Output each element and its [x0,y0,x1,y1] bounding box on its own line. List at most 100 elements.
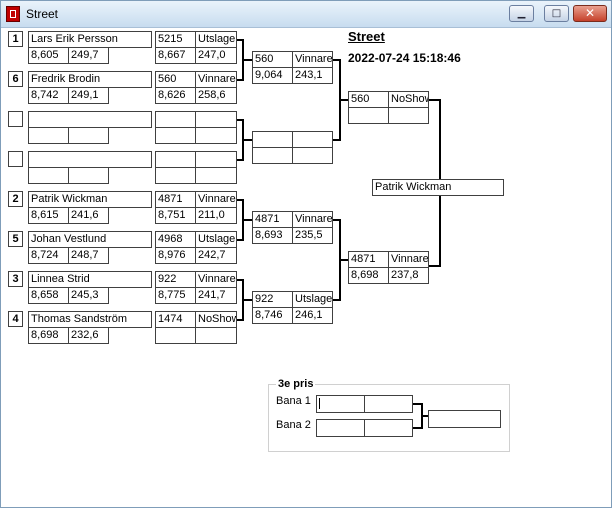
window-title: Street [26,7,59,21]
elapsed-time[interactable]: 258,6 [195,87,237,104]
maximize-button[interactable]: □ [544,5,569,22]
reaction-time[interactable]: 8,751 [155,207,196,224]
reaction-time[interactable] [348,107,389,124]
elapsed-time[interactable] [292,147,333,164]
connector [429,265,440,267]
reaction-time[interactable]: 8,698 [28,327,69,344]
speed-cell[interactable]: 4871 [252,211,293,228]
outcome-cell[interactable]: Utslagen [195,231,237,248]
outcome-cell[interactable]: NoShow [388,91,429,108]
racer-name[interactable]: Thomas Sandström [28,311,152,328]
outcome-cell[interactable] [195,111,237,128]
connector [332,139,340,141]
outcome-cell[interactable]: Utslagen [195,31,237,48]
lane-2-input-b[interactable] [364,419,413,437]
elapsed-time[interactable] [68,167,109,184]
reaction-time[interactable] [155,127,196,144]
outcome-cell[interactable]: Vinnare [195,191,237,208]
reaction-time[interactable]: 8,775 [155,287,196,304]
connector [242,219,252,221]
speed-cell[interactable]: 560 [252,51,293,68]
elapsed-time[interactable]: 241,7 [195,287,237,304]
reaction-time[interactable]: 8,658 [28,287,69,304]
racer-name[interactable] [28,111,152,128]
reaction-time[interactable]: 8,615 [28,207,69,224]
speed-cell[interactable] [252,131,293,148]
reaction-time[interactable]: 9,064 [252,67,293,84]
elapsed-time[interactable] [195,127,237,144]
elapsed-time[interactable] [68,127,109,144]
racer-name[interactable] [28,151,152,168]
elapsed-time[interactable]: 249,1 [68,87,109,104]
speed-cell[interactable]: 4871 [348,251,389,268]
reaction-time[interactable]: 8,693 [252,227,293,244]
outcome-cell[interactable] [195,151,237,168]
reaction-time[interactable] [155,167,196,184]
speed-cell[interactable]: 560 [348,91,389,108]
third-place-legend: 3e pris [276,378,316,390]
reaction-time[interactable] [28,127,69,144]
speed-cell[interactable]: 4968 [155,231,196,248]
elapsed-time[interactable]: 235,5 [292,227,333,244]
connector [332,59,340,61]
reaction-time[interactable]: 8,605 [28,47,69,64]
elapsed-time[interactable]: 232,6 [68,327,109,344]
lane-2-input-a[interactable] [316,419,365,437]
reaction-time[interactable]: 8,667 [155,47,196,64]
outcome-cell[interactable]: Utslagen [292,291,333,308]
minimize-button[interactable]: ▁ [509,5,534,22]
outcome-cell[interactable]: NoShow [195,311,237,328]
elapsed-time[interactable]: 241,6 [68,207,109,224]
racer-name[interactable]: Linnea Strid [28,271,152,288]
elapsed-time[interactable] [388,107,429,124]
outcome-cell[interactable]: Vinnare [292,211,333,228]
reaction-time[interactable] [252,147,293,164]
outcome-cell[interactable]: Vinnare [388,251,429,268]
reaction-time[interactable]: 8,698 [348,267,389,284]
speed-cell[interactable]: 4871 [155,191,196,208]
elapsed-time[interactable]: 246,1 [292,307,333,324]
elapsed-time[interactable]: 249,7 [68,47,109,64]
elapsed-time[interactable] [195,167,237,184]
reaction-time[interactable]: 8,746 [252,307,293,324]
racer-name[interactable]: Johan Vestlund [28,231,152,248]
connector [237,319,243,321]
reaction-time[interactable]: 8,626 [155,87,196,104]
elapsed-time[interactable]: 242,7 [195,247,237,264]
connector [439,196,441,267]
elapsed-time[interactable]: 247,0 [195,47,237,64]
elapsed-time[interactable]: 243,1 [292,67,333,84]
close-button[interactable]: ✕ [573,5,607,22]
lane-1-input-a[interactable] [316,395,365,413]
lane-1-input-b[interactable] [364,395,413,413]
speed-cell[interactable]: 5215 [155,31,196,48]
outcome-cell[interactable]: Vinnare [292,51,333,68]
reaction-time[interactable]: 8,742 [28,87,69,104]
reaction-time[interactable]: 8,724 [28,247,69,264]
speed-cell[interactable]: 922 [252,291,293,308]
outcome-cell[interactable]: Vinnare [195,71,237,88]
racer-name[interactable]: Fredrik Brodin [28,71,152,88]
reaction-time[interactable]: 8,976 [155,247,196,264]
connector [237,199,243,201]
speed-cell[interactable]: 560 [155,71,196,88]
outcome-cell[interactable]: Vinnare [195,271,237,288]
speed-cell[interactable]: 922 [155,271,196,288]
speed-cell[interactable]: 1474 [155,311,196,328]
outcome-cell[interactable] [292,131,333,148]
speed-cell[interactable] [155,111,196,128]
winner-box[interactable]: Patrik Wickman [372,179,504,196]
reaction-time[interactable] [155,327,196,344]
elapsed-time[interactable] [195,327,237,344]
speed-cell[interactable] [155,151,196,168]
elapsed-time[interactable]: 245,3 [68,287,109,304]
elapsed-time[interactable]: 211,0 [195,207,237,224]
third-place-result[interactable] [428,410,501,428]
elapsed-time[interactable]: 237,8 [388,267,429,284]
elapsed-time[interactable]: 248,7 [68,247,109,264]
racer-name[interactable]: Patrik Wickman [28,191,152,208]
reaction-time[interactable] [28,167,69,184]
racer-name[interactable]: Lars Erik Persson [28,31,152,48]
connector [332,219,340,221]
